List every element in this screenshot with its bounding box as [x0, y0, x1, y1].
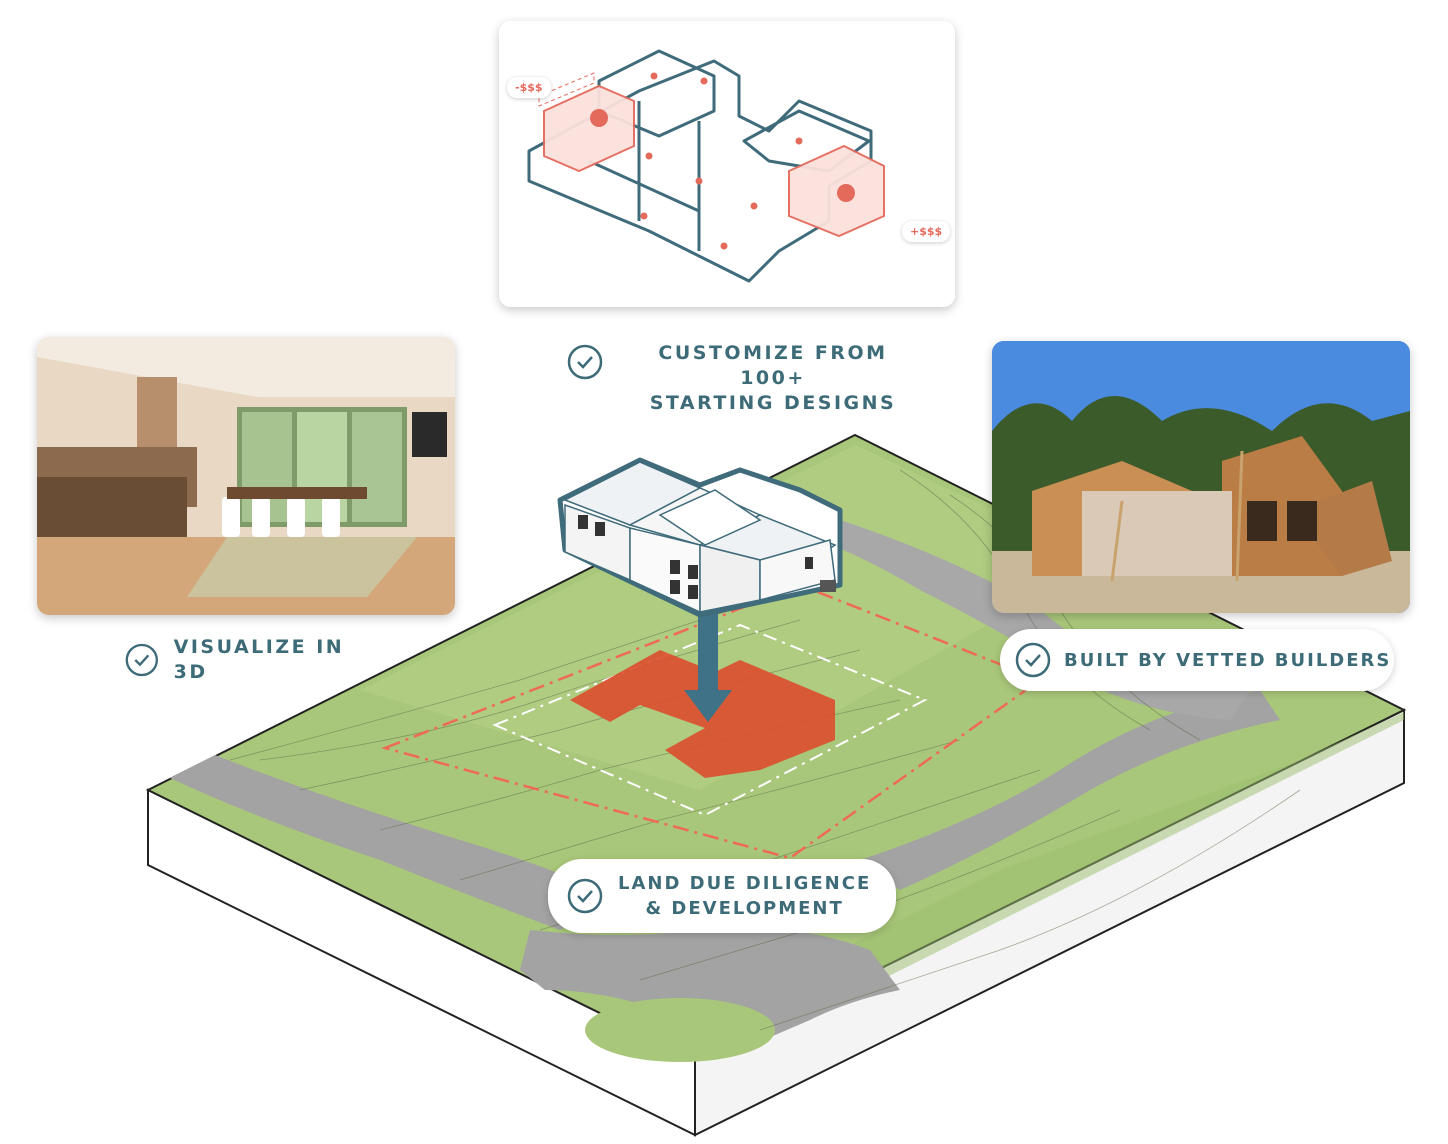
check-circle-icon [125, 643, 158, 677]
road-upper [820, 520, 1250, 720]
road-left [170, 755, 620, 930]
road-culdesac [520, 927, 900, 1050]
road-right [860, 690, 1280, 890]
culdesac-island [585, 998, 775, 1062]
builders-label-pill: BUILT BY VETTED BUILDERS [1000, 629, 1394, 691]
down-arrow-icon [684, 600, 732, 722]
visualize-label: VISUALIZE IN 3D [173, 636, 345, 683]
customize-label: CUSTOMIZE FROM 100+ STARTING DESIGNS [628, 341, 918, 416]
builders-label: BUILT BY VETTED BUILDERS [1064, 649, 1392, 671]
construction-photo-card [992, 341, 1410, 613]
property-line [381, 583, 1043, 860]
land-label-line1: LAND DUE DILIGENCE [618, 873, 872, 894]
visualize-label-group: VISUALIZE IN 3D [124, 636, 374, 683]
construction-photo-image [992, 341, 1410, 613]
floorplan-card: -$$$ +$$$ [499, 21, 955, 307]
floorplan-isometric-image [499, 21, 955, 307]
land-label: LAND DUE DILIGENCE & DEVELOPMENT [618, 871, 871, 921]
customize-label-group: CUSTOMIZE FROM 100+ STARTING DESIGNS [566, 342, 906, 414]
interior-render-image [37, 337, 455, 615]
land-label-line2: & DEVELOPMENT [645, 898, 844, 919]
check-circle-icon [567, 878, 603, 914]
land-label-pill: LAND DUE DILIGENCE & DEVELOPMENT [548, 859, 896, 933]
price-plus-tag: +$$$ [902, 221, 951, 242]
customize-label-line2: STARTING DESIGNS [649, 392, 897, 414]
check-circle-icon [1015, 642, 1051, 678]
price-minus-tag: -$$$ [507, 77, 551, 98]
house-3d-model [557, 457, 843, 618]
interior-render-card [37, 337, 455, 615]
check-circle-icon [567, 344, 603, 380]
customize-label-line1: CUSTOMIZE FROM 100+ [658, 342, 888, 389]
